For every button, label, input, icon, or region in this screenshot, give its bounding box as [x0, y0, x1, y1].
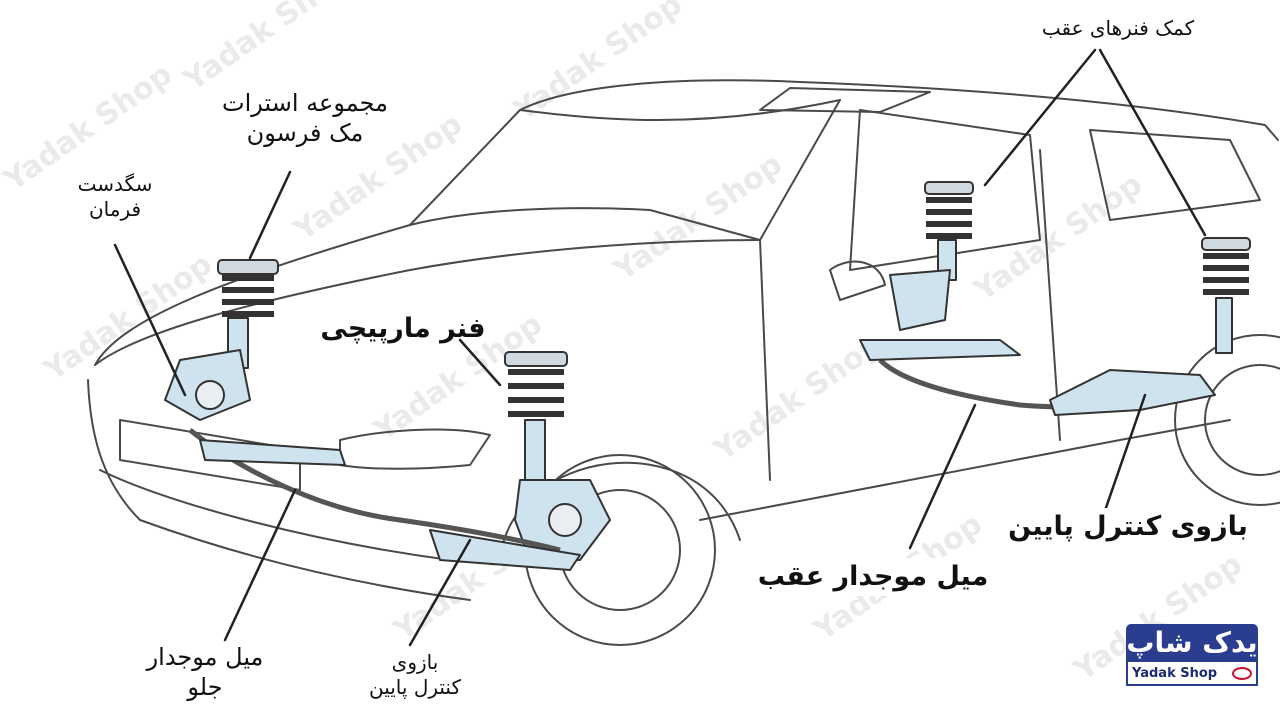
bumper-lower — [99, 469, 451, 561]
leader-front-stabilizer — [223, 488, 297, 642]
leader-macpherson — [248, 170, 292, 260]
headlight — [339, 428, 491, 470]
leader-rear-lower-arm — [1098, 393, 1147, 527]
front-crossmember — [199, 439, 346, 466]
label-macpherson-line2: مک فرسون — [246, 119, 364, 147]
label-front-stabilizer-line2: جلو — [187, 673, 223, 701]
front-left-strut — [164, 259, 279, 421]
leader-steering-knuckle — [113, 243, 187, 397]
label-front-stabilizer: میل موجدار جلو — [125, 642, 285, 702]
label-rear-stabilizer: میل موجدار عقب — [740, 558, 1006, 596]
rear-wheel-outer — [1174, 334, 1280, 506]
label-front-stabilizer-line1: میل موجدار — [146, 643, 264, 671]
leader-rear-shock-right — [1098, 48, 1207, 237]
windshield — [409, 99, 841, 241]
label-steering-knuckle-line2: فرمان — [88, 197, 142, 221]
hood-line — [94, 239, 761, 366]
front-lower-arm — [429, 529, 581, 571]
rear-lower-arm — [1049, 369, 1216, 416]
door-line-1 — [759, 239, 771, 481]
front-stabilizer-bar — [188, 428, 561, 553]
car-body-outline — [94, 79, 1279, 366]
rear-wheel-inner — [1204, 364, 1280, 476]
leader-rear-shock-left — [983, 48, 1097, 187]
front-right-strut — [504, 351, 611, 561]
label-steering-knuckle-line1: سگدست — [77, 172, 153, 196]
grille — [119, 419, 301, 491]
label-rear-shocks: کمک فنرهای عقب — [1041, 16, 1195, 40]
front-bumper — [87, 379, 471, 601]
rear-left-strut — [889, 181, 974, 331]
yadak-shop-logo: یدک شاپ Yadak Shop — [1126, 624, 1258, 690]
label-macpherson-line1: مجموعه استرات — [222, 89, 388, 117]
label-coil-spring: فنر مارپیچی — [320, 313, 486, 344]
side-window-front — [849, 109, 1041, 271]
label-front-lower-arm-line1: بازوی — [391, 650, 439, 674]
label-steering-knuckle: سگدست فرمان — [60, 172, 170, 222]
logo-latin-text: Yadak Shop — [1132, 665, 1218, 681]
rear-right-strut — [1201, 237, 1251, 354]
front-wheel-arch — [499, 461, 741, 561]
side-mirror — [829, 260, 886, 301]
label-front-lower-arm-line2: کنترل پایین — [368, 675, 461, 699]
side-sill — [699, 419, 1231, 521]
rear-upper-link — [859, 339, 1021, 361]
hyundai-kia-mark-icon — [1232, 666, 1252, 680]
logo-bottom-bar: Yadak Shop — [1126, 662, 1258, 686]
leader-coil-spring — [458, 338, 502, 387]
sunroof — [759, 87, 931, 113]
label-front-lower-arm: بازوی کنترل پایین — [345, 650, 485, 700]
leader-rear-stabilizer — [908, 403, 977, 550]
door-line-2 — [1039, 149, 1061, 441]
logo-persian-text: یدک شاپ — [1126, 624, 1258, 662]
rear-window — [1089, 129, 1261, 221]
label-rear-lower-arm: بازوی کنترل پایین — [990, 508, 1266, 546]
label-macpherson-strut: مجموعه استرات مک فرسون — [205, 88, 405, 148]
leader-front-lower-arm — [408, 538, 472, 647]
